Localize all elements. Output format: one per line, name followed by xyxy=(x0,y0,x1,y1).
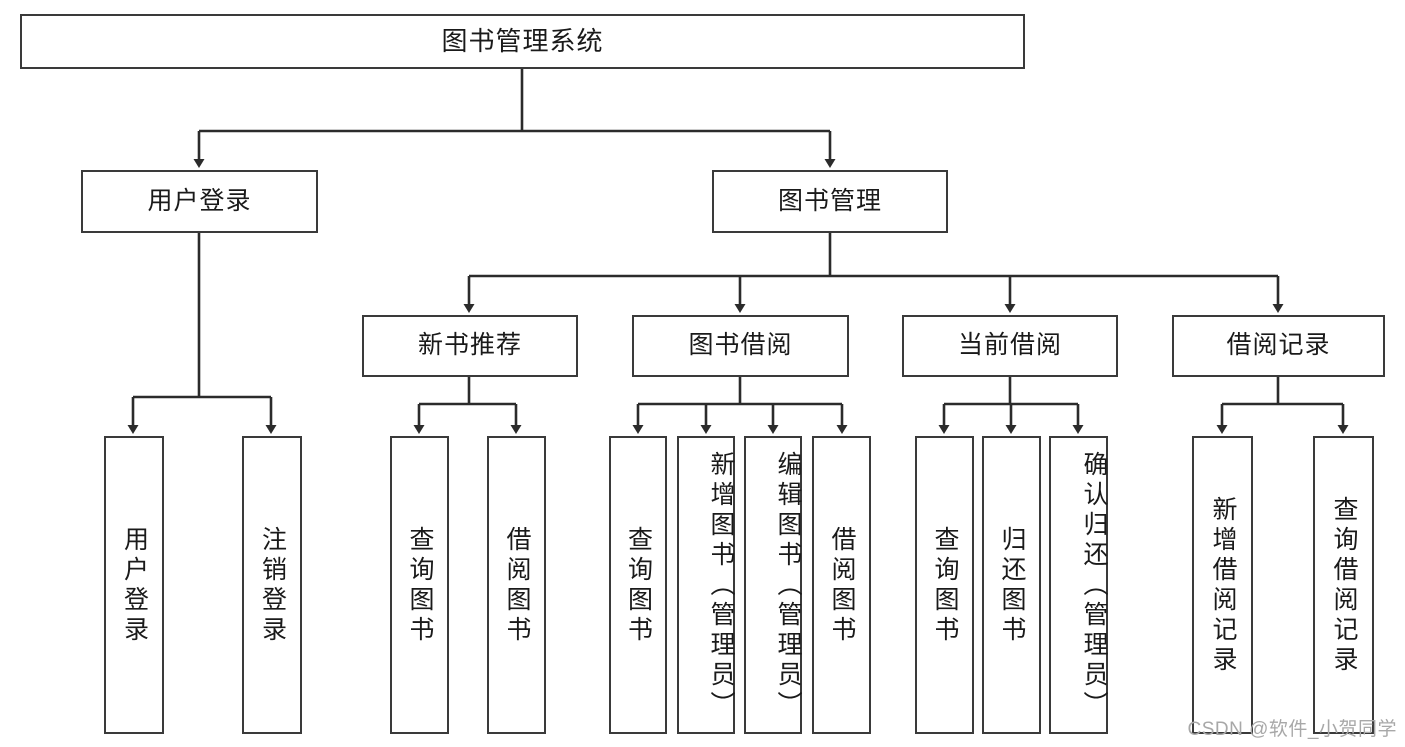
leaf-borrow-add-book[interactable]: 新增图书（管理员） xyxy=(677,436,735,734)
leaf-current-return-book[interactable]: 归还图书 xyxy=(982,436,1041,734)
node-label: 注销登录 xyxy=(258,526,287,646)
node-label: 新增图书（管理员） xyxy=(707,451,735,721)
node-user-login[interactable]: 用户登录 xyxy=(81,170,318,233)
leaf-current-confirm-return[interactable]: 确认归还（管理员） xyxy=(1049,436,1108,734)
leaf-user-login[interactable]: 用户登录 xyxy=(104,436,164,734)
node-label: 查询图书 xyxy=(406,526,434,646)
leaf-borrow-borrow-book[interactable]: 借阅图书 xyxy=(812,436,871,734)
node-label: 查询借阅记录 xyxy=(1330,496,1358,676)
node-book-borrow[interactable]: 图书借阅 xyxy=(632,315,849,377)
node-label: 用户登录 xyxy=(147,186,252,215)
node-label: 新增借阅记录 xyxy=(1209,496,1237,676)
leaf-recommend-query-book[interactable]: 查询图书 xyxy=(390,436,449,734)
leaf-borrow-edit-book[interactable]: 编辑图书（管理员） xyxy=(744,436,802,734)
watermark-text: CSDN @软件_小贺同学 xyxy=(1187,719,1397,740)
leaf-recommend-borrow-book[interactable]: 借阅图书 xyxy=(487,436,546,734)
node-label: 归还图书 xyxy=(998,526,1026,646)
node-current-borrow[interactable]: 当前借阅 xyxy=(902,315,1118,377)
node-label: 用户登录 xyxy=(120,526,149,646)
node-label: 借阅图书 xyxy=(503,526,531,646)
node-label: 编辑图书（管理员） xyxy=(774,451,802,721)
node-label: 新书推荐 xyxy=(417,331,522,360)
node-label: 图书管理 xyxy=(777,186,882,215)
node-label: 当前借阅 xyxy=(957,331,1062,360)
node-label: 借阅记录 xyxy=(1226,331,1331,360)
node-label: 图书借阅 xyxy=(688,331,793,360)
node-label: 查询图书 xyxy=(931,526,959,646)
node-label: 确认归还（管理员） xyxy=(1080,451,1108,721)
leaf-borrow-query-book[interactable]: 查询图书 xyxy=(609,436,667,734)
node-book-management[interactable]: 图书管理 xyxy=(712,170,948,233)
node-new-book-recommend[interactable]: 新书推荐 xyxy=(362,315,578,377)
node-root-system[interactable]: 图书管理系统 xyxy=(20,14,1025,69)
node-borrow-record[interactable]: 借阅记录 xyxy=(1172,315,1385,377)
leaf-record-query-record[interactable]: 查询借阅记录 xyxy=(1313,436,1374,734)
leaf-user-logout[interactable]: 注销登录 xyxy=(242,436,302,734)
node-label: 借阅图书 xyxy=(828,526,856,646)
leaf-current-query-book[interactable]: 查询图书 xyxy=(915,436,974,734)
node-label: 图书管理系统 xyxy=(441,26,604,57)
leaf-record-add-record[interactable]: 新增借阅记录 xyxy=(1192,436,1253,734)
node-label: 查询图书 xyxy=(624,526,653,646)
